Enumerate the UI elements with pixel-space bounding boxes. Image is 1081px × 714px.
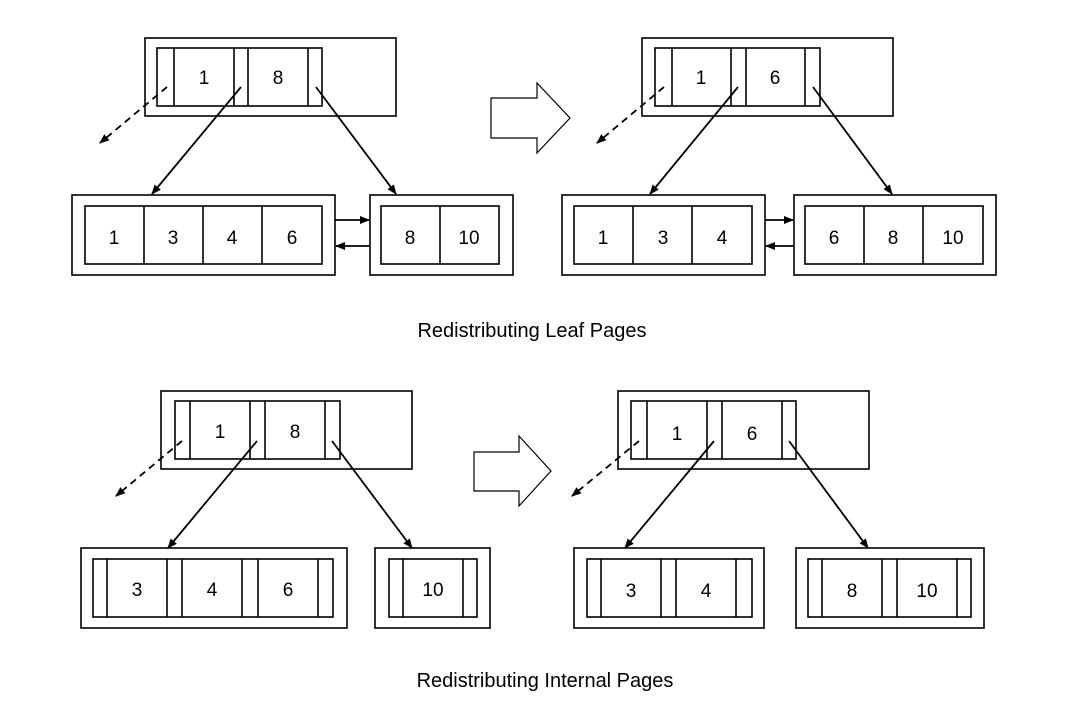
right-internal-node: 10 xyxy=(374,547,491,629)
leaf-before-panel: 1 8 1 3 4 6 8 10 xyxy=(71,37,514,276)
child-pointer-arrow xyxy=(624,440,715,549)
internal-node-inner xyxy=(92,558,334,618)
right-leaf-node: 8 10 xyxy=(369,194,514,276)
parent-node-outer xyxy=(144,37,397,117)
leaf-key: 3 xyxy=(658,228,669,249)
caption-internal: Redistributing Internal Pages xyxy=(417,670,674,692)
internal-key: 10 xyxy=(916,581,937,602)
child-pointer-arrow xyxy=(331,440,413,549)
left-internal-node: 3 4 6 xyxy=(80,547,348,629)
internal-node-inner xyxy=(388,558,478,618)
leaf-key: 1 xyxy=(109,228,120,249)
parent-node-outer xyxy=(641,37,894,117)
leaf-key: 4 xyxy=(717,228,728,249)
parent-node: 1 8 xyxy=(144,37,397,117)
internal-node-inner xyxy=(586,558,753,618)
child-pointer-arrow xyxy=(151,86,242,195)
parent-key: 8 xyxy=(290,422,301,443)
left-leaf-node: 1 3 4 6 xyxy=(71,194,336,276)
leaf-after-panel: 1 6 1 3 4 6 8 10 xyxy=(561,37,997,276)
hollow-right-arrow-icon xyxy=(490,81,571,155)
internal-key: 10 xyxy=(422,580,443,601)
parent-node-outer xyxy=(160,390,413,470)
dashed-arrow-icon xyxy=(596,86,665,144)
internal-node-outer xyxy=(573,547,765,629)
right-leaf-node: 6 8 10 xyxy=(793,194,997,276)
parent-node: 1 8 xyxy=(160,390,413,470)
parent-key: 1 xyxy=(199,68,210,89)
internal-key: 3 xyxy=(132,580,143,601)
internal-key: 4 xyxy=(207,580,218,601)
internal-after-panel: 1 6 3 4 8 10 xyxy=(571,390,985,629)
left-internal-node: 3 4 xyxy=(573,547,765,629)
parent-node-inner xyxy=(156,47,323,107)
parent-key: 1 xyxy=(696,68,707,89)
parent-node-inner xyxy=(174,400,341,460)
right-internal-node: 8 10 xyxy=(795,547,985,629)
leaf-key: 3 xyxy=(168,228,179,249)
leaf-node-outer xyxy=(369,194,514,276)
leaf-key: 8 xyxy=(405,228,416,249)
parent-key: 8 xyxy=(273,68,284,89)
left-leaf-node: 1 3 4 xyxy=(561,194,766,276)
dashed-arrow-icon xyxy=(115,440,183,497)
internal-key: 8 xyxy=(847,581,858,602)
child-pointer-arrow xyxy=(649,86,739,195)
leaf-node-inner xyxy=(573,205,753,265)
internal-key: 3 xyxy=(626,581,637,602)
child-pointer-arrow xyxy=(788,440,869,549)
parent-node: 1 6 xyxy=(617,390,870,470)
caption-leaf: Redistributing Leaf Pages xyxy=(417,320,646,342)
parent-node-inner xyxy=(654,47,821,107)
leaf-node-outer xyxy=(793,194,997,276)
parent-key: 6 xyxy=(747,424,758,445)
leaf-key: 10 xyxy=(942,228,963,249)
child-pointer-arrow xyxy=(167,440,258,549)
parent-key: 1 xyxy=(215,422,226,443)
dashed-arrow-icon xyxy=(99,86,168,144)
parent-node-inner xyxy=(630,400,797,460)
leaf-key: 6 xyxy=(829,228,840,249)
leaf-key: 10 xyxy=(458,228,479,249)
parent-key: 6 xyxy=(770,68,781,89)
leaf-key: 8 xyxy=(888,228,899,249)
parent-node: 1 6 xyxy=(641,37,894,117)
hollow-right-arrow-icon xyxy=(473,434,552,508)
child-pointer-arrow xyxy=(812,86,893,195)
dashed-arrow-icon xyxy=(571,440,640,497)
leaf-key: 1 xyxy=(598,228,609,249)
parent-node-outer xyxy=(617,390,870,470)
internal-key: 4 xyxy=(701,581,712,602)
internal-node-outer xyxy=(374,547,491,629)
internal-node-inner xyxy=(807,558,972,618)
parent-key: 1 xyxy=(672,424,683,445)
leaf-key: 6 xyxy=(287,228,298,249)
leaf-node-outer xyxy=(561,194,766,276)
child-pointer-arrow xyxy=(315,86,397,195)
internal-node-outer xyxy=(80,547,348,629)
leaf-key: 4 xyxy=(227,228,238,249)
leaf-node-inner xyxy=(804,205,984,265)
internal-node-outer xyxy=(795,547,985,629)
internal-key: 6 xyxy=(283,580,294,601)
internal-before-panel: 1 8 3 4 6 10 xyxy=(80,390,491,629)
